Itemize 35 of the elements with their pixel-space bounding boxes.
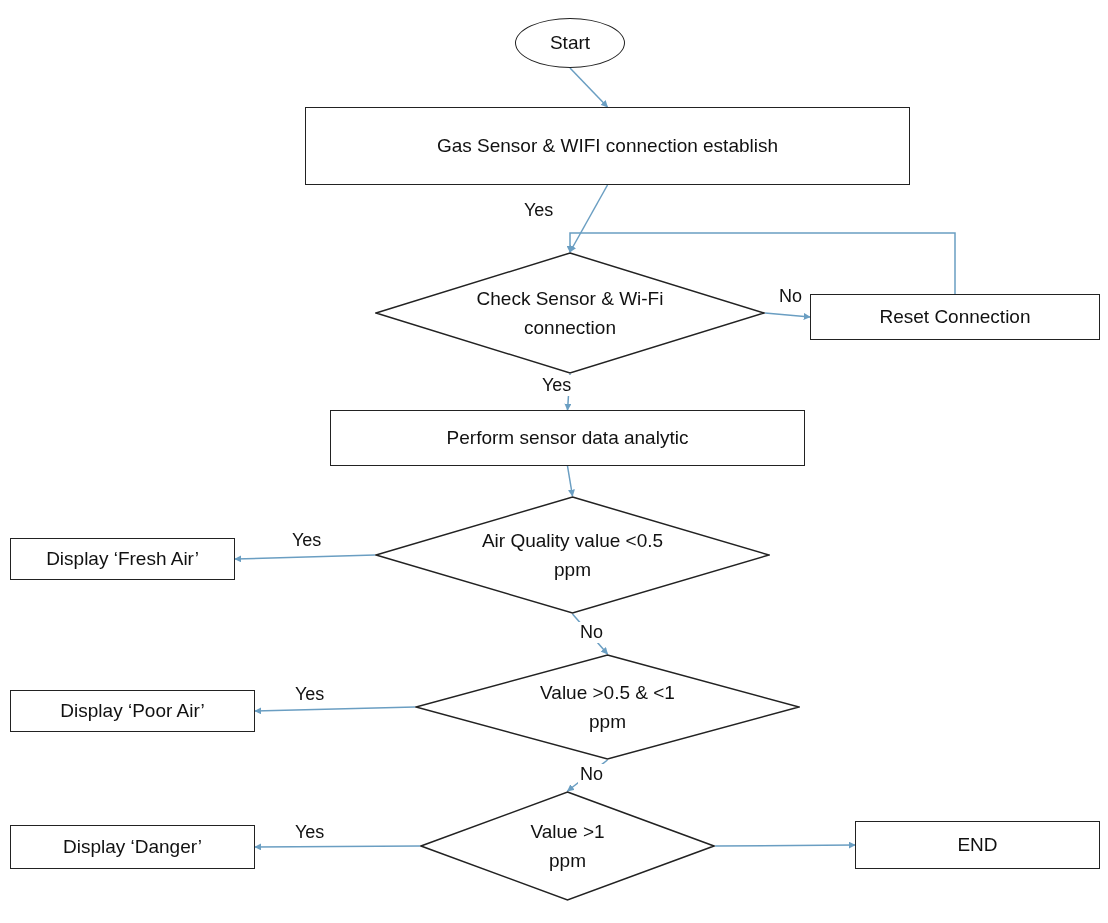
node-text: Air Quality value <0.5 ppm	[480, 528, 665, 582]
process-box	[10, 690, 255, 732]
node-text: Perform sensor data analytic	[446, 426, 689, 451]
arrow	[254, 706, 416, 715]
node-text: Reset Connection	[879, 305, 1031, 330]
node-text: Display ‘Danger’	[62, 835, 202, 860]
arrow	[569, 67, 609, 108]
process-box	[305, 107, 910, 185]
arrow	[566, 465, 575, 497]
node-text: Display ‘Fresh Air’	[46, 547, 199, 572]
arrow	[234, 554, 376, 563]
node-text: END	[957, 833, 998, 858]
decision-diamond	[375, 252, 765, 374]
process-box	[10, 538, 235, 580]
edge-label: No	[578, 764, 605, 785]
edge-label: Yes	[540, 375, 574, 396]
process-box	[10, 825, 255, 869]
node-text: Gas Sensor & WIFI connection establish	[436, 134, 779, 159]
arrow	[569, 184, 609, 253]
node-text: Value >1 ppm	[529, 819, 606, 873]
decision-diamond	[420, 791, 715, 901]
node-text: Start	[549, 31, 591, 56]
process-box	[855, 821, 1100, 869]
node-text: Check Sensor & Wi-Fi connection	[475, 286, 665, 340]
decision-diamond	[375, 496, 770, 614]
arrow	[714, 841, 856, 849]
process-box	[330, 410, 805, 466]
arrow	[566, 232, 956, 295]
edge-label: No	[578, 622, 605, 643]
decision-diamond	[415, 654, 800, 760]
node-text: Value >0.5 & <1 ppm	[539, 680, 676, 734]
node-text: Display ‘Poor Air’	[60, 699, 205, 724]
process-box	[810, 294, 1100, 340]
arrow	[764, 312, 811, 320]
arrow	[254, 843, 421, 851]
